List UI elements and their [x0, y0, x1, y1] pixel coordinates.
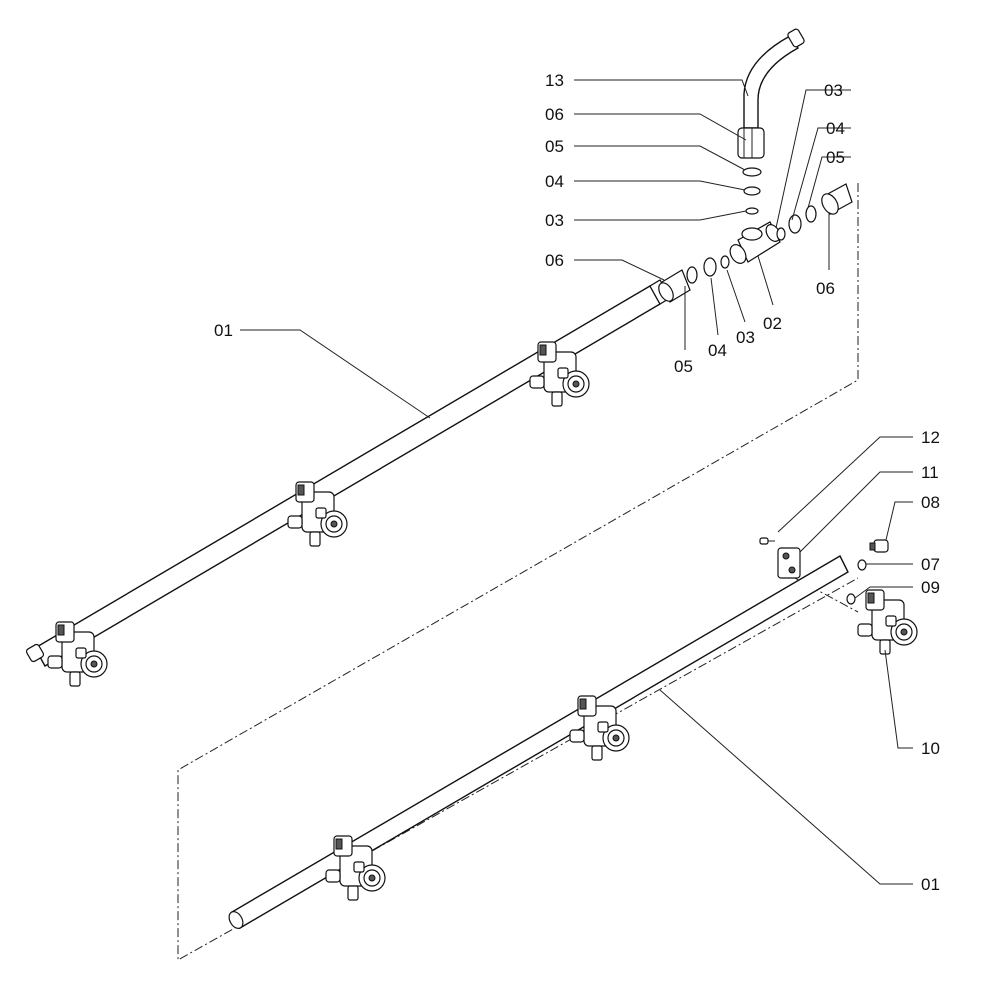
washer-05-right: [805, 205, 817, 223]
lower-boom-pipe: [228, 555, 849, 929]
tee-fitting-02: [729, 221, 781, 264]
label-13: 13: [545, 71, 564, 90]
screw-12: [759, 537, 775, 545]
nut-06-top: [737, 127, 765, 159]
ring-04-left: [703, 257, 717, 277]
connection-dash-upper: [779, 569, 859, 613]
label-05-right: 05: [826, 148, 845, 167]
label-06-top: 06: [545, 105, 564, 124]
nut-06-left: [658, 269, 691, 303]
label-11: 11: [921, 463, 939, 482]
oring-03-right: [776, 227, 786, 241]
label-03-top: 03: [545, 211, 564, 230]
end-cap-upper: [25, 643, 45, 663]
label-04-right: 04: [826, 119, 845, 138]
label-04-top: 04: [545, 172, 564, 191]
bracket-11: [777, 547, 801, 579]
oring-09: [846, 593, 856, 605]
washer-05-top: [742, 167, 762, 177]
label-05-top: 05: [545, 137, 564, 156]
label-06-right: 06: [816, 279, 835, 298]
label-02: 02: [763, 314, 782, 333]
label-07: 07: [921, 555, 940, 574]
plug-08: [869, 539, 889, 553]
callout-labels: 13 06 05 04 03 06 03 04 05 06 05 04 03 0…: [214, 71, 940, 894]
ring-04-top: [743, 186, 761, 196]
label-10: 10: [921, 739, 940, 758]
label-12: 12: [921, 428, 940, 447]
nozzle-body-lower-10: [857, 589, 918, 655]
label-06-left: 06: [545, 251, 564, 270]
label-08: 08: [921, 493, 940, 512]
label-01-lower: 01: [921, 875, 940, 894]
label-03-bottom: 03: [736, 328, 755, 347]
label-03-right: 03: [824, 81, 843, 100]
nut-06-right: [821, 183, 853, 215]
oring-07: [857, 559, 867, 571]
label-04-bottom: 04: [708, 341, 727, 360]
oring-03-left: [720, 255, 730, 269]
hose-13: [743, 28, 805, 129]
upper-boom-pipe: [34, 279, 671, 667]
ring-04-right: [788, 214, 802, 234]
label-01-upper: 01: [214, 321, 233, 340]
label-05-bottom: 05: [674, 357, 693, 376]
washer-05-left: [686, 266, 698, 284]
oring-03-top: [745, 207, 759, 215]
leader-lines: [240, 79, 913, 885]
label-09: 09: [921, 578, 940, 597]
connection-outline: [177, 183, 859, 961]
